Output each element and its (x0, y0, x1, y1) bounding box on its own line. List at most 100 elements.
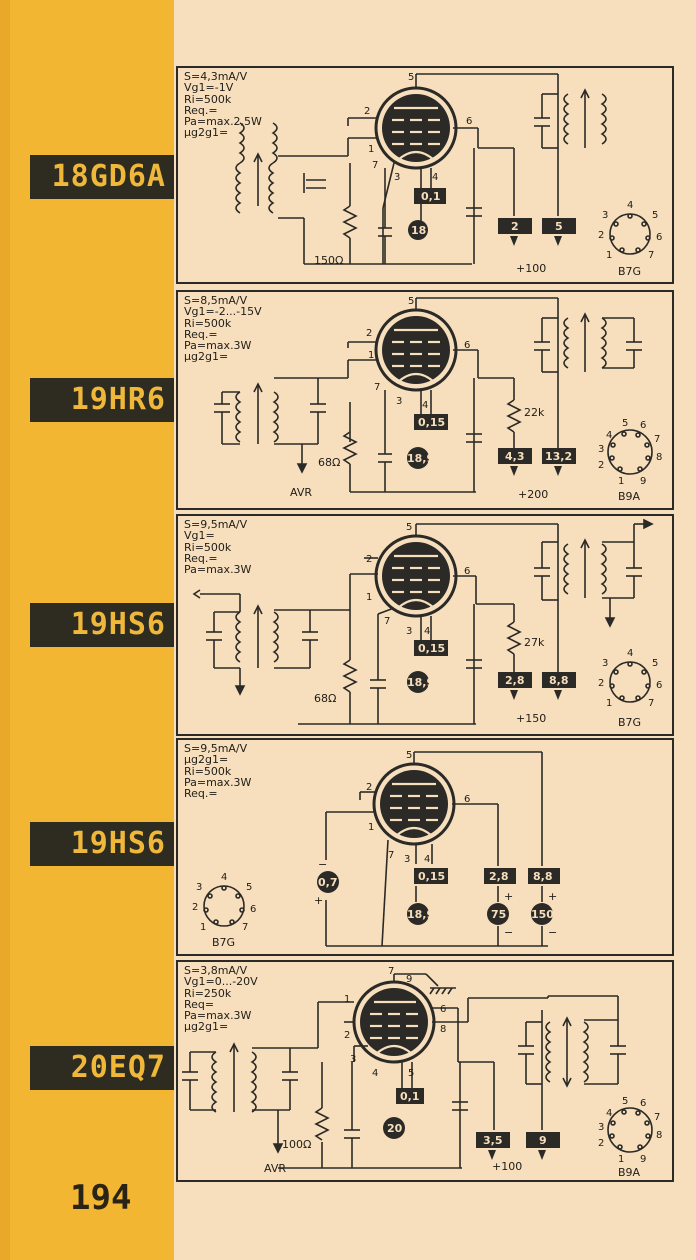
tube-tag-19hs6-a: 19HS6 (30, 603, 174, 647)
pin-label: 7 (388, 850, 394, 861)
cathode-resistor-label: 150Ω (314, 254, 343, 267)
spec-line: S=4,3mA/V (184, 70, 248, 83)
value-box-text: 13,2 (545, 450, 572, 463)
base-pin: 3 (196, 882, 202, 893)
pin-label: 7 (372, 160, 378, 171)
plus-sign: + (314, 894, 323, 907)
base-pin: 6 (656, 680, 662, 691)
spec-line: Vg1=0...-20V (184, 975, 258, 989)
cathode-resistor-label: 68Ω (314, 692, 336, 705)
page-number: 194 (70, 1178, 132, 1218)
pin-numbers: 5 2 1 6 7 3 4 (366, 522, 470, 637)
tube-tag-19hr6: 19HR6 (30, 378, 174, 422)
agc-label: AVR (290, 486, 312, 499)
spec-line: Pa=max.3W (184, 1009, 252, 1023)
spec-line: Ri=500k (184, 540, 232, 554)
base-pin: 1 (618, 1154, 624, 1165)
spec-line: S=3,8mA/V (184, 964, 248, 977)
base-type: B7G (618, 716, 641, 729)
heater-current-box (414, 640, 448, 656)
input-transformer (235, 122, 348, 219)
pin-label: 3 (394, 172, 400, 183)
pin-label: 6 (466, 116, 472, 127)
strip-edge (0, 0, 10, 1260)
heater-voltage-circle (407, 447, 429, 469)
heater-voltage-circle (383, 1117, 405, 1139)
value-box-text: 4,3 (505, 450, 525, 463)
base-pin: 5 (622, 418, 628, 429)
base-diagram: 1 2 3 4 5 6 7 B7G (598, 200, 662, 278)
pin-label: 1 (368, 350, 374, 361)
pin-label: 5 (408, 1068, 414, 1079)
base-diagram: 1 2 3 4 5 6 7 8 9 B9A (598, 418, 662, 503)
base-type: B9A (618, 490, 641, 503)
base-pin: 1 (606, 250, 612, 261)
circuit-panel-19hs6-b: S=9,5mA/V µg2g1= Ri=500k Pa=max.3W Req.= (176, 738, 674, 956)
pin-label: 4 (372, 1068, 378, 1079)
pin-label: 1 (344, 994, 350, 1005)
screen-resistor-label: 22k (524, 406, 545, 419)
value-box (498, 218, 532, 234)
plus-sign: + (504, 890, 513, 903)
base-pin: 4 (221, 872, 227, 883)
base-pin: 8 (656, 452, 662, 463)
base-pin: 2 (598, 1138, 604, 1149)
spec-line: Req.= (184, 103, 218, 117)
spec-list: S=9,5mA/V Vg1= Ri=500k Req.= Pa=max.3W (184, 519, 251, 576)
value-box (498, 672, 532, 688)
heater-current: 0,15 (418, 870, 445, 883)
circuit-panel-19hr6: S=8,5mA/V Vg1=-2...-15V Ri=500k Req.= Pa… (176, 290, 674, 510)
base-pin: 2 (598, 460, 604, 471)
supply-voltage: +200 (518, 488, 548, 501)
schematic: 5 2 1 6 7 3 4 0,7 − + 0,15 18,9 2,8 8,8 … (192, 750, 560, 949)
pin-label: 4 (424, 626, 430, 637)
base-pin: 7 (654, 1112, 660, 1123)
grid-voltage-circle (317, 871, 339, 893)
heater-current: 0,1 (421, 190, 441, 203)
spec-line: Vg1=-1V (184, 81, 234, 95)
heater-current-box (414, 188, 446, 204)
heater-voltage-circle (407, 671, 429, 693)
base-pin: 2 (598, 678, 604, 689)
pin-label: 2 (366, 328, 372, 339)
pin-label: 4 (422, 400, 428, 411)
pin-label: 6 (440, 1004, 446, 1015)
pin-label: 5 (408, 72, 414, 83)
base-type: B7G (212, 936, 235, 949)
value-box-text: 9 (539, 1134, 547, 1147)
pin-numbers: 5 2 1 6 7 3 4 (364, 72, 472, 183)
base-pin: 9 (640, 476, 646, 487)
input-transformer (182, 1022, 319, 1154)
spec-list: S=9,5mA/V µg2g1= Ri=500k Pa=max.3W Req.= (184, 743, 251, 800)
pin-label: 2 (366, 554, 372, 565)
minus-sign: − (548, 926, 557, 939)
spec-line: Ri=500k (184, 316, 232, 330)
pin-label: 9 (406, 974, 412, 985)
heater-voltage-circle (408, 220, 428, 240)
value-box-text: 2,8 (489, 870, 509, 883)
minus-sign: − (318, 858, 327, 871)
tube-name: 20EQ7 (70, 1050, 166, 1085)
pin-label: 7 (384, 616, 390, 627)
tube-name: 18GD6A (51, 159, 166, 194)
minus-sign: − (504, 926, 513, 939)
tube-name: 19HS6 (70, 607, 166, 642)
cathode-resistor-label: 68Ω (318, 456, 340, 469)
spec-line: Vg1=-2...-15V (184, 305, 262, 319)
pin-label: 5 (406, 522, 412, 533)
pin-label: 7 (388, 966, 394, 977)
tube-tag-20eq7: 20EQ7 (30, 1046, 174, 1090)
pin-label: 6 (464, 566, 470, 577)
tube-tag-18gd6a: 18GD6A (30, 155, 174, 199)
pin-label: 5 (408, 296, 414, 307)
spec-line: Req.= (184, 551, 218, 565)
value-box (542, 672, 576, 688)
pin-label: 4 (424, 854, 430, 865)
supply-circle (531, 903, 553, 925)
base-pin: 4 (627, 200, 633, 211)
spec-line: Req= (184, 997, 215, 1011)
spec-line: µg2g1= (184, 1020, 229, 1034)
pin-label: 6 (464, 340, 470, 351)
base-pin: 1 (200, 922, 206, 933)
